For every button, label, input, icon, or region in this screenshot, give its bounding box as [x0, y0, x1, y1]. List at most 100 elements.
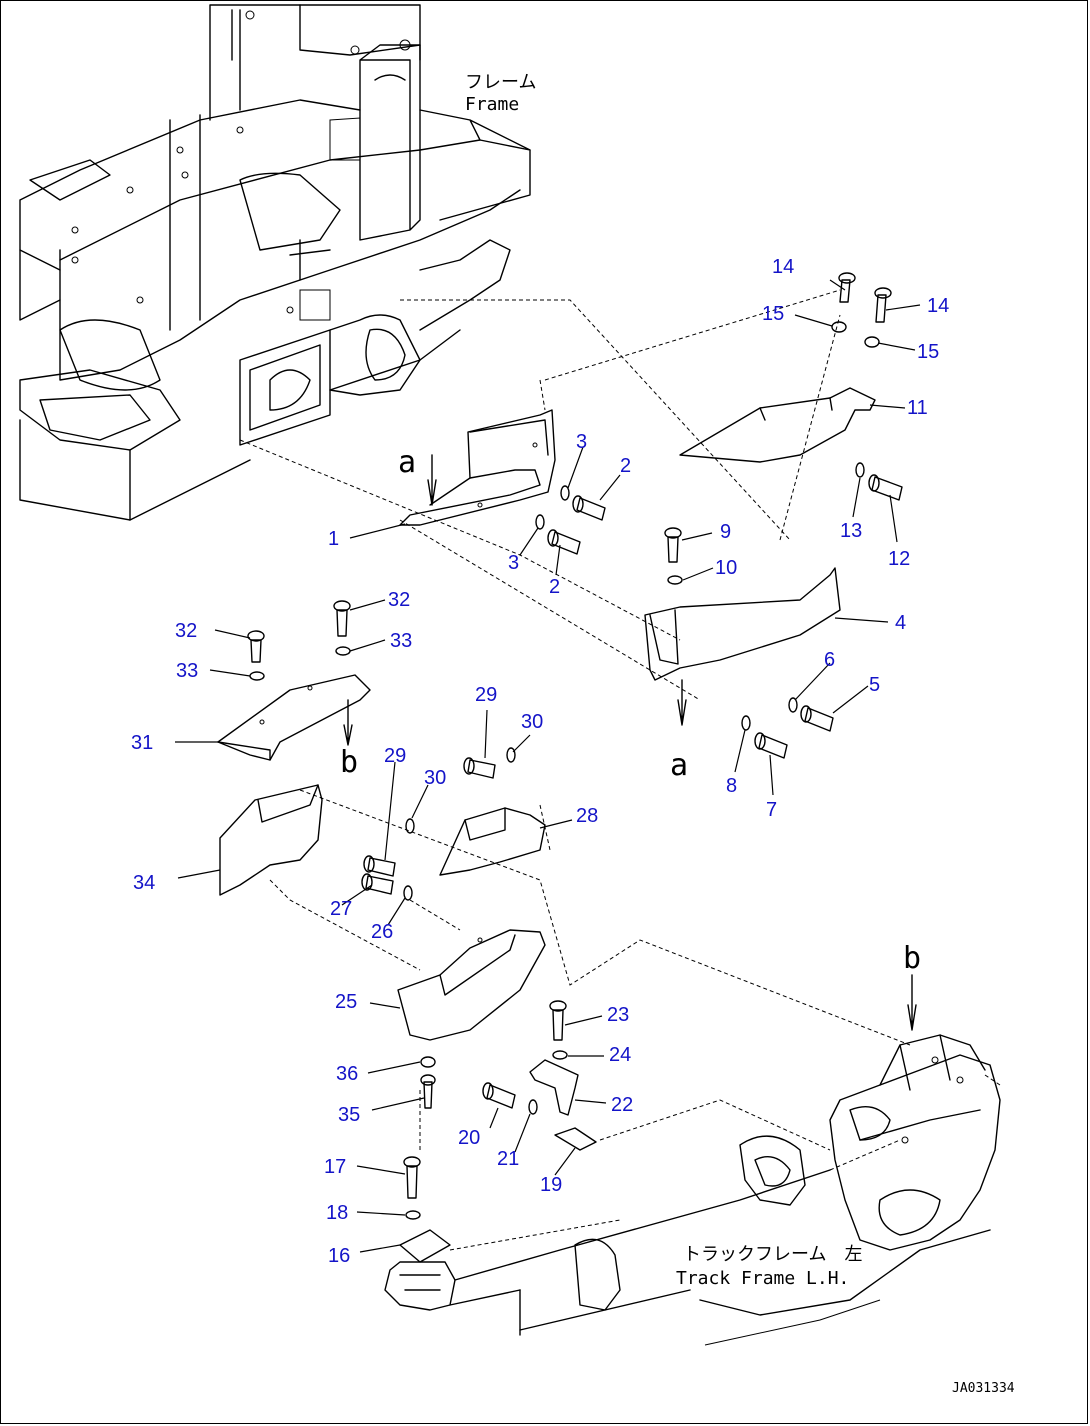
callout-25: 25 [335, 991, 357, 1013]
frame-label-en: Frame [465, 94, 519, 115]
callout-3-lower: 3 [508, 552, 519, 574]
bolt-5 [800, 705, 834, 732]
callout-8: 8 [726, 775, 737, 797]
callout-20: 20 [458, 1127, 480, 1149]
bolt-14-left [838, 272, 856, 303]
bolt-32-right [333, 600, 351, 637]
callout-33-left: 33 [176, 660, 198, 682]
bolt-12 [868, 474, 903, 501]
callout-34: 34 [133, 872, 155, 894]
ref-b-lower: b [903, 941, 921, 976]
frame-label-jp: フレーム [465, 72, 536, 93]
part-25-cover [397, 929, 546, 1041]
track-frame-assembly [384, 1034, 1001, 1346]
callout-30-lower: 30 [424, 767, 446, 789]
track-frame-label-en: Track Frame L.H. [676, 1268, 849, 1289]
callout-5: 5 [869, 674, 880, 696]
callout-4: 4 [895, 612, 906, 634]
washer-30-upper [506, 747, 516, 763]
washer-15-right [864, 336, 880, 348]
callout-1: 1 [328, 528, 339, 550]
bolt-20 [482, 1082, 516, 1109]
callout-27: 27 [330, 898, 352, 920]
callout-21: 21 [497, 1148, 519, 1170]
ref-b-lower-arrow [907, 974, 917, 1031]
callout-36: 36 [336, 1063, 358, 1085]
callout-16: 16 [328, 1245, 350, 1267]
callout-numbers: 1 2 2 3 3 4 5 6 7 8 9 10 11 12 13 14 14 … [131, 256, 949, 1267]
callout-10: 10 [715, 557, 737, 579]
bolt-17 [403, 1156, 421, 1199]
callout-30-upper: 30 [521, 711, 543, 733]
callout-11: 11 [907, 397, 928, 419]
callout-12: 12 [888, 548, 910, 570]
part-1-cover [399, 409, 556, 526]
bolt-2-lower [547, 529, 581, 555]
callout-32-left: 32 [175, 620, 197, 642]
callout-23: 23 [607, 1004, 629, 1026]
callout-6: 6 [824, 649, 835, 671]
callout-14-left: 14 [772, 256, 794, 278]
callout-26: 26 [371, 921, 393, 943]
callout-29-upper: 29 [475, 684, 497, 706]
bolt-35 [420, 1074, 436, 1109]
bolt-14-right [874, 287, 892, 323]
bolt-32-left [247, 630, 265, 663]
bolt-29-upper [463, 757, 496, 779]
bolt-9 [664, 527, 682, 563]
callout-31: 31 [131, 732, 153, 754]
part-22-bracket [529, 1059, 579, 1116]
ref-b-upper-arrow [343, 699, 353, 746]
callout-24: 24 [609, 1044, 631, 1066]
bolt-29-lower [363, 855, 396, 877]
part-4-cover [644, 567, 841, 681]
leader-lines [175, 279, 921, 1253]
ref-a-lower-arrow [677, 679, 687, 726]
callout-32-right: 32 [388, 589, 410, 611]
bolt-23 [549, 1000, 567, 1041]
washer-10 [667, 575, 683, 585]
callout-29-lower: 29 [384, 745, 406, 767]
callout-22: 22 [611, 1094, 633, 1116]
ref-a-lower: a [670, 748, 688, 783]
callout-3-upper: 3 [576, 431, 587, 453]
bolt-27 [361, 873, 394, 895]
callout-35: 35 [338, 1104, 360, 1126]
washer-26 [403, 885, 413, 901]
callout-17: 17 [324, 1156, 346, 1178]
washer-33-left [249, 671, 265, 681]
ref-b-upper: b [340, 745, 358, 780]
frame-assembly [19, 4, 531, 521]
washer-15-left [831, 321, 847, 333]
callout-28: 28 [576, 805, 598, 827]
callout-15-left: 15 [762, 303, 784, 325]
ref-a-upper-arrow [427, 454, 437, 506]
bolt-2-upper [572, 495, 606, 521]
part-19-plate [554, 1127, 597, 1151]
washer-8 [741, 715, 751, 731]
part-31-cover [217, 674, 371, 761]
callout-18: 18 [326, 1202, 348, 1224]
callout-19: 19 [540, 1174, 562, 1196]
washer-36 [420, 1056, 436, 1068]
washer-21 [528, 1099, 538, 1115]
drawing-code: JA031334 [952, 1381, 1015, 1396]
callout-2-lower: 2 [549, 576, 560, 598]
washer-24 [552, 1050, 568, 1060]
ref-a-upper: a [398, 445, 416, 480]
callout-9: 9 [720, 521, 731, 543]
bolt-7 [754, 732, 788, 759]
callout-14-right: 14 [927, 295, 949, 317]
callout-33-right: 33 [390, 630, 412, 652]
part-34-cover [219, 784, 323, 896]
callout-2-upper: 2 [620, 455, 631, 477]
callout-7: 7 [766, 799, 777, 821]
callout-15-right: 15 [917, 341, 939, 363]
washer-3-lower [535, 514, 545, 530]
part-16-plate [399, 1229, 451, 1263]
washer-3-upper [560, 485, 570, 501]
track-frame-label-jp: トラックフレーム 左 [683, 1244, 862, 1265]
